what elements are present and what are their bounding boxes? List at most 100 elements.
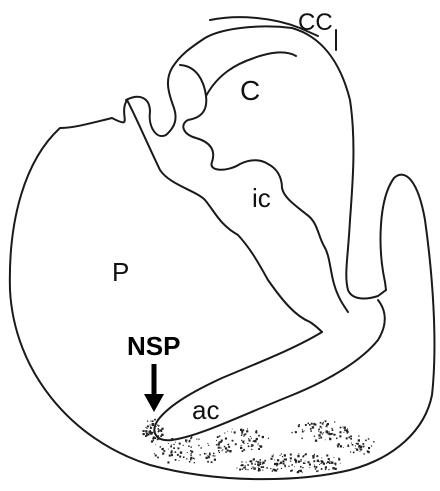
stipple-dot	[320, 431, 322, 433]
stipple-dot	[290, 454, 292, 456]
stipple-dot	[274, 469, 276, 471]
stipple-dot	[232, 429, 233, 430]
stipple-dot	[316, 471, 318, 473]
stipple-dot	[196, 439, 197, 440]
stipple-dot	[217, 436, 219, 438]
stipple-dot	[247, 469, 248, 470]
stipple-dot	[326, 455, 328, 457]
stipple-dot	[328, 469, 329, 470]
stipple-dot	[236, 468, 237, 469]
stipple-dot	[305, 424, 307, 426]
stipple-dot	[281, 468, 282, 469]
stipple-dot	[328, 433, 329, 434]
stipple-dot	[186, 442, 187, 443]
stipple-dot	[170, 452, 172, 454]
stipple-dot	[325, 469, 326, 470]
stipple-dot	[254, 440, 256, 442]
stipple-dot	[242, 468, 244, 470]
stipple-dot	[170, 446, 172, 448]
stipple-dot	[326, 463, 327, 464]
stipple-dot	[179, 443, 181, 445]
stipple-dot	[247, 443, 248, 444]
stipple-dot	[218, 450, 220, 452]
stipple-dot	[360, 446, 362, 448]
stipple-dot	[320, 422, 322, 424]
stipple-dot	[242, 441, 244, 443]
stipple-dot	[314, 436, 315, 437]
stipple-dot	[231, 432, 232, 433]
stipple-dot	[190, 450, 192, 452]
stipple-dot	[348, 436, 350, 438]
stipple-dot	[251, 468, 252, 469]
nsp-arrow	[144, 364, 164, 412]
stipple-dot	[211, 461, 213, 463]
stipple-dot	[310, 430, 312, 432]
stipple-dot	[300, 460, 301, 461]
stipple-dot	[337, 446, 338, 447]
stipple-shading	[143, 419, 375, 474]
stipple-dot	[145, 431, 146, 432]
stipple-dot	[340, 427, 342, 429]
stipple-dot	[308, 461, 310, 463]
stipple-dot	[363, 446, 365, 448]
stipple-dot	[213, 455, 214, 456]
stipple-dot	[309, 464, 311, 466]
stipple-dot	[158, 425, 160, 427]
stipple-dot	[267, 468, 268, 469]
stipple-dot	[194, 462, 195, 463]
stipple-dot	[344, 427, 346, 429]
stipple-dot	[306, 453, 307, 454]
stipple-dot	[344, 429, 346, 431]
stipple-dot	[316, 455, 318, 457]
stipple-dot	[243, 436, 244, 437]
stipple-dot	[162, 448, 164, 450]
stipple-dot	[171, 438, 173, 440]
stipple-dot	[314, 424, 315, 425]
stipple-dot	[146, 433, 148, 435]
stipple-dot	[147, 428, 148, 429]
stipple-dot	[150, 426, 151, 427]
stipple-dot	[276, 463, 278, 465]
stipple-dot	[331, 433, 333, 435]
stipple-dot	[206, 453, 207, 454]
stipple-dot	[320, 426, 322, 428]
stipple-dot	[326, 426, 327, 427]
stipple-dot	[318, 434, 320, 436]
stipple-dot	[242, 450, 244, 452]
stipple-dot	[268, 438, 269, 439]
stipple-dot	[258, 470, 260, 472]
stipple-dot	[294, 466, 295, 467]
stipple-dot	[285, 459, 287, 461]
stipple-dot	[323, 432, 324, 433]
stipple-dot	[248, 446, 250, 448]
stipple-dot	[276, 462, 277, 463]
stipple-dot	[314, 465, 315, 466]
stipple-dot	[143, 430, 145, 432]
stipple-dot	[360, 451, 361, 452]
stipple-dot	[154, 419, 156, 421]
stipple-dot	[210, 454, 211, 455]
stipple-dot	[291, 432, 292, 433]
stipple-dot	[318, 431, 319, 432]
stipple-dot	[312, 426, 314, 428]
stipple-dot	[245, 469, 246, 470]
stipple-dot	[207, 461, 209, 463]
stipple-dot	[180, 451, 182, 453]
stipple-dot	[244, 465, 245, 466]
stipple-dot	[280, 462, 282, 464]
stipple-dot	[329, 433, 331, 435]
stipple-dot	[371, 445, 372, 446]
stipple-dot	[315, 468, 317, 470]
stipple-dot	[252, 445, 254, 447]
label-ac: ac	[192, 395, 219, 425]
stipple-dot	[280, 455, 281, 456]
stipple-dot	[190, 453, 191, 454]
stipple-dot	[194, 459, 195, 460]
stipple-dot	[240, 447, 242, 449]
stipple-dot	[314, 454, 315, 455]
stipple-dot	[329, 438, 330, 439]
stipple-dot	[224, 446, 226, 448]
stipple-dot	[329, 462, 331, 464]
stipple-dot	[301, 459, 302, 460]
stipple-dot	[154, 453, 155, 454]
